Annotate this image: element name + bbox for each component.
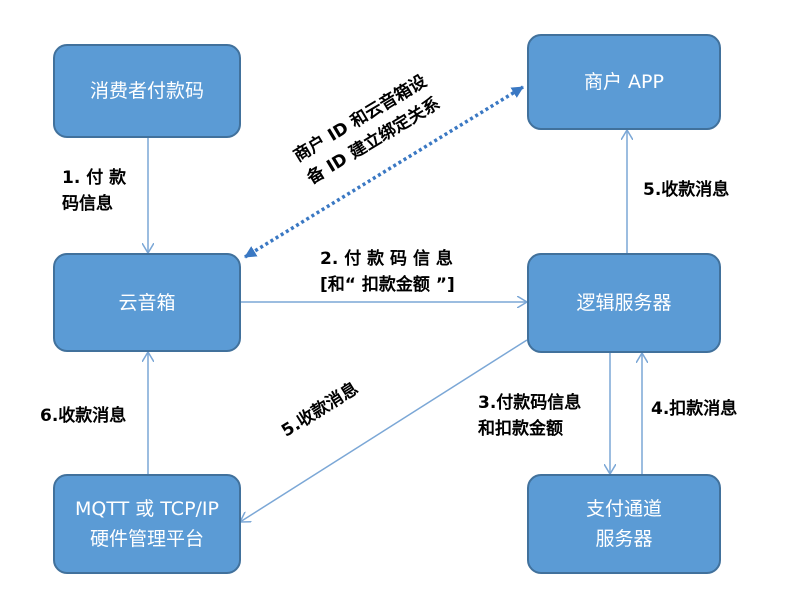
edge-label-line1: 3.付款码信息 (478, 393, 582, 413)
node-payment-channel-server: 支付通道 服务器 (527, 474, 721, 574)
edge-label-line2: [和“ 扣款金额 ”] (320, 275, 455, 295)
edge-label-line1: 1. 付 款 (62, 168, 127, 188)
arrow-server-to-platform (240, 339, 528, 522)
node-logic-server: 逻辑服务器 (527, 253, 721, 353)
node-label-line2: 硬件管理平台 (89, 528, 204, 550)
edge-label-text: 5.收款消息 (643, 180, 730, 200)
node-label-line1: 支付通道 (585, 498, 662, 520)
node-label-line1: MQTT 或 TCP/IP (75, 498, 219, 520)
edge-label-step4: 4.扣款消息 (651, 396, 737, 422)
edge-label-line1: 2. 付 款 码 信 息 (320, 249, 453, 269)
edge-label-step2: 2. 付 款 码 信 息 [和“ 扣款金额 ”] (320, 246, 455, 298)
node-label-line2: 服务器 (595, 528, 653, 550)
edge-label-step5-app: 5.收款消息 (643, 177, 729, 203)
edge-label-line2: 码信息 (62, 194, 113, 214)
edge-label-text: 6.收款消息 (40, 406, 127, 426)
edge-label-step3: 3.付款码信息 和扣款金额 (478, 390, 581, 442)
node-label: 商户 APP (584, 71, 664, 93)
node-hardware-platform: MQTT 或 TCP/IP 硬件管理平台 (53, 474, 241, 574)
edge-label-step1: 1. 付 款 码信息 (62, 165, 126, 217)
edge-label-line2: 和扣款金额 (478, 419, 563, 439)
node-cloud-speaker: 云音箱 (53, 253, 241, 352)
node-label: 消费者付款码 (89, 80, 204, 102)
dashed-binding-arrow (244, 85, 524, 259)
edge-label-text: 4.扣款消息 (651, 399, 738, 419)
node-label: 云音箱 (118, 291, 176, 314)
edge-label-step6: 6.收款消息 (40, 403, 126, 429)
node-merchant-app: 商户 APP (527, 34, 721, 130)
node-consumer-payment-code: 消费者付款码 (53, 44, 241, 138)
node-label: 逻辑服务器 (576, 292, 672, 314)
